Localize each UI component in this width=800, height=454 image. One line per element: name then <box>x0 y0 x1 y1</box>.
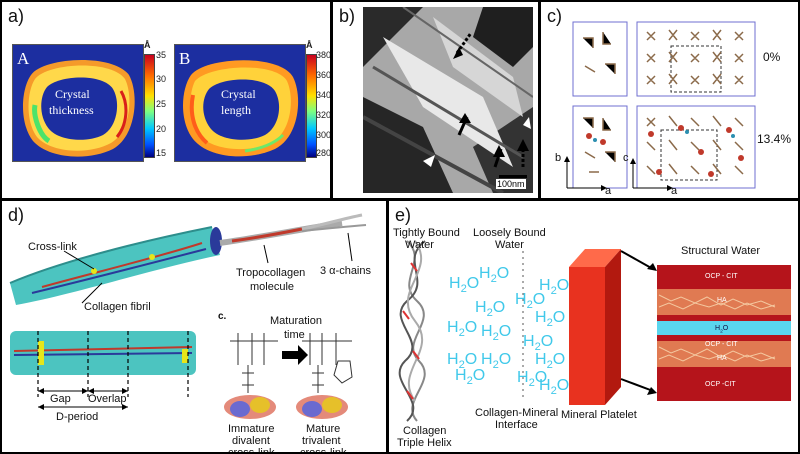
map-a-title-1: Crystal <box>55 87 90 101</box>
hydration-diagram <box>398 240 791 422</box>
tem-micrograph: 100nm <box>363 7 533 193</box>
structural-water-label: Structural Water <box>681 245 761 257</box>
length-unit: Å <box>306 40 313 50</box>
water-12: H2O <box>523 333 554 354</box>
d-period-label: D-period <box>56 411 99 423</box>
water-15: H2O <box>539 377 570 398</box>
gap-label: Gap <box>50 393 71 405</box>
loosely-bound-2: Water <box>495 239 524 251</box>
collagen-diagram <box>9 213 367 419</box>
scale-bar-label: 100nm <box>496 179 526 189</box>
water-2: H2O <box>449 275 480 296</box>
immature-label-1: Immature <box>228 423 275 435</box>
axis-b-label: b <box>555 152 562 164</box>
tem-texture <box>363 7 533 193</box>
layer-6: OCP -CIT <box>705 381 736 388</box>
crystal-lattice-diagram <box>564 21 756 191</box>
water-4: H2O <box>447 319 478 340</box>
thickness-tick-30: 30 <box>156 74 167 84</box>
water-11: H2O <box>535 309 566 330</box>
length-ring <box>183 60 299 157</box>
water-8: H2O <box>455 367 486 388</box>
panel-e-label: e) <box>395 205 412 225</box>
panel-d: d) <box>0 199 388 454</box>
tightly-bound-1: Tightly Bound <box>393 227 460 239</box>
layer-4: OCP - CIT <box>705 341 738 348</box>
immature-label-3: cross-link <box>228 447 275 454</box>
map-a-letter: A <box>17 49 30 68</box>
crystal-length-map: B Crystal length <box>174 44 306 162</box>
collagen-fibril-label: Collagen fibril <box>84 301 151 313</box>
water-7: H2O <box>481 351 512 372</box>
thickness-ring <box>23 59 135 157</box>
maturation-label-1: Maturation <box>270 315 322 327</box>
water-6: H2O <box>447 351 478 372</box>
platelet-label: Mineral Platelet <box>561 409 637 421</box>
cross-link-label: Cross-link <box>28 241 77 253</box>
loosely-bound-1: Loosely Bound <box>473 227 546 239</box>
chains-label: 3 α-chains <box>320 265 371 277</box>
thickness-tick-20: 20 <box>156 124 167 134</box>
map-a-title-2: thickness <box>49 103 94 117</box>
thickness-tick-25: 25 <box>156 99 167 109</box>
tropocollagen-label-2: molecule <box>250 281 295 293</box>
sub-c-label: c. <box>218 311 227 322</box>
map-b-letter: B <box>179 49 191 68</box>
water-14: H2O <box>517 369 548 390</box>
panel-b-label: b) <box>339 6 356 26</box>
mature-label-3: cross-link <box>300 447 347 454</box>
pct-13-4: 13.4% <box>757 132 792 146</box>
layer-2: HA <box>717 297 727 304</box>
triple-helix-1: Collagen <box>403 425 447 437</box>
overlap-label: Overlap <box>88 393 127 405</box>
interface-2: Interface <box>495 419 538 431</box>
layer-3: H2O <box>715 325 729 335</box>
axis-a1-label: a <box>605 185 612 197</box>
water-10: H2O <box>515 291 546 312</box>
tropocollagen-label-1: Tropocollagen <box>236 267 306 279</box>
map-b-title-1: Crystal <box>221 87 256 101</box>
water-1: H2O <box>479 265 510 286</box>
thickness-tick-15: 15 <box>156 148 167 158</box>
length-tick-380: 380 <box>316 50 332 60</box>
length-tick-280: 280 <box>316 148 332 158</box>
axis-c-label: c <box>623 152 629 164</box>
water-5: H2O <box>481 323 512 344</box>
mature-label-1: Mature <box>306 423 341 435</box>
length-tick-360: 360 <box>316 70 332 80</box>
immature-label-2: divalent <box>232 435 270 447</box>
panel-d-label: d) <box>8 205 25 225</box>
length-tick-320: 320 <box>316 110 332 120</box>
panel-e: e) Tightly Bound Water <box>387 199 800 454</box>
scale-bar <box>499 175 527 178</box>
length-colorbar <box>306 54 317 158</box>
triple-helix-2: Triple Helix <box>397 437 452 449</box>
pct-0: 0% <box>763 50 781 64</box>
map-b-title-2: length <box>221 103 251 117</box>
panel-c-label: c) <box>547 6 562 26</box>
interface-1: Collagen-Mineral <box>475 407 559 419</box>
water-9: H2O <box>539 277 570 298</box>
maturation-label-2: time <box>284 329 305 341</box>
mature-label-2: trivalent <box>302 435 341 447</box>
tightly-bound-2: Water <box>405 239 434 251</box>
crystal-thickness-map: A Crystal thickness <box>12 44 144 162</box>
thickness-colorbar <box>144 54 155 158</box>
thickness-tick-35: 35 <box>156 50 167 60</box>
length-tick-300: 300 <box>316 130 332 140</box>
axis-a2-label: a <box>671 185 678 197</box>
panel-a-label: a) <box>8 6 25 26</box>
panel-b: b) 100nm <box>331 0 540 200</box>
panel-c: c) <box>539 0 800 200</box>
panel-a: a) A Crystal thickness Å 35 30 25 <box>0 0 332 200</box>
thickness-unit: Å <box>144 40 151 50</box>
water-3: H2O <box>475 299 506 320</box>
layer-5: HA <box>717 355 727 362</box>
water-13: H2O <box>535 351 566 372</box>
length-tick-340: 340 <box>316 90 332 100</box>
layer-1: OCP - CIT <box>705 273 738 280</box>
